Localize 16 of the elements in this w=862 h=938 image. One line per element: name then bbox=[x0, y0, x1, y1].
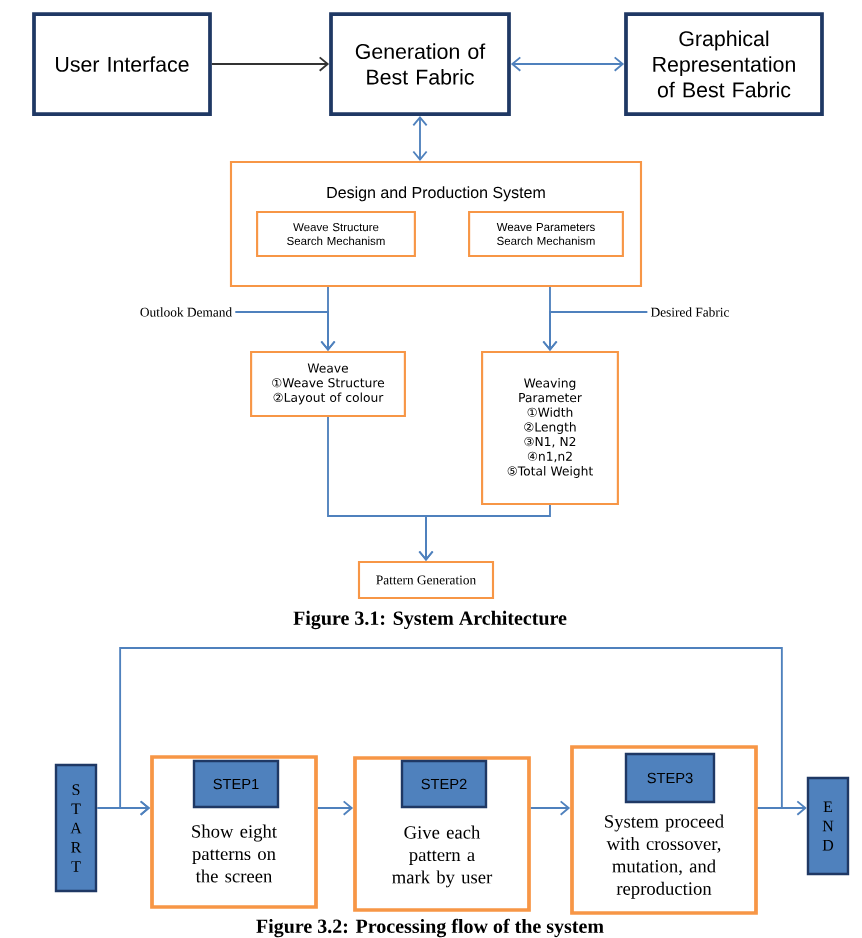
arrow bbox=[510, 56, 625, 72]
arrow bbox=[234, 311, 336, 351]
arrow bbox=[412, 115, 428, 161]
terminal-box: E N D bbox=[806, 776, 850, 876]
figure-caption: Figure 3.1: System Architecture bbox=[293, 610, 567, 630]
process-box: Graphical Representation of Best Fabric bbox=[624, 12, 824, 116]
feedback-arrow bbox=[119, 647, 783, 816]
arrow bbox=[210, 56, 330, 72]
arrow bbox=[542, 311, 649, 351]
terminal-box: S T A R T bbox=[54, 763, 98, 893]
process-box: User Interface bbox=[32, 12, 212, 116]
arrow bbox=[316, 800, 354, 816]
arrow bbox=[418, 504, 551, 561]
process-box: Generation of Best Fabric bbox=[329, 12, 511, 116]
arrow bbox=[529, 800, 571, 816]
figure-caption: Figure 3.2: Processing flow of the system bbox=[256, 918, 604, 938]
